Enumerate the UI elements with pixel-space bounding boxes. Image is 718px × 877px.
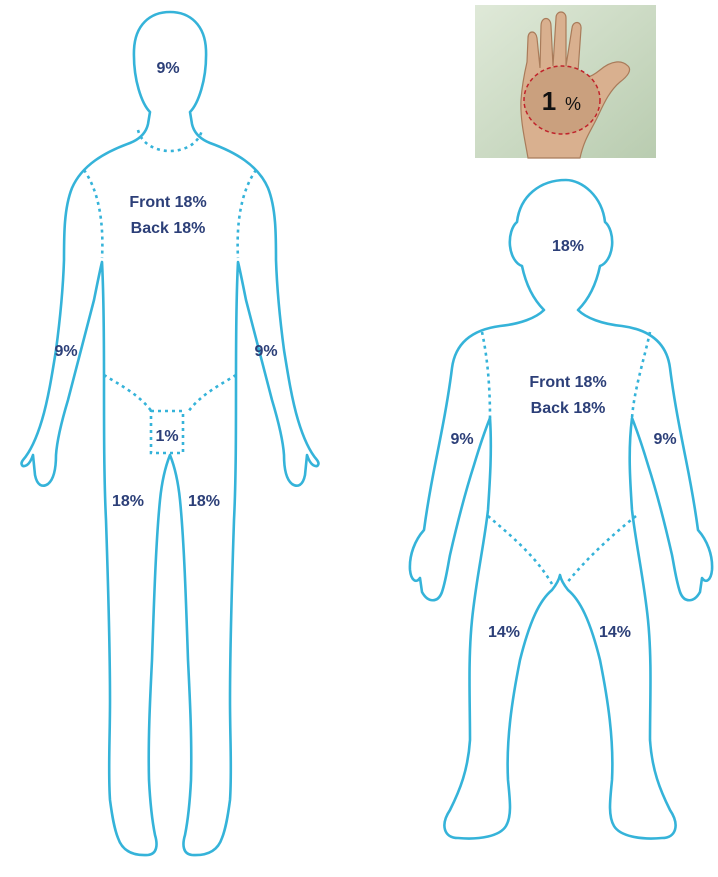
- adult-right-groin-line: [188, 375, 236, 412]
- adult-torso-front-label: Front 18%: [129, 194, 206, 211]
- child-right-arm-label: 9%: [653, 431, 676, 448]
- adult-figure: 9% Front 18% Back 18% 9% 9% 1% 18% 18%: [22, 12, 319, 855]
- child-figure: 18% Front 18% Back 18% 9% 9% 14% 14%: [410, 180, 712, 839]
- child-left-arm-label: 9%: [450, 431, 473, 448]
- adult-left-groin-line: [104, 375, 152, 412]
- adult-left-arm-label: 9%: [54, 343, 77, 360]
- child-right-leg-label: 14%: [599, 624, 631, 641]
- child-torso-back-label: Back 18%: [531, 400, 606, 417]
- adult-right-shoulder-line: [238, 170, 256, 258]
- child-left-leg-label: 14%: [488, 624, 520, 641]
- adult-right-arm-label: 9%: [254, 343, 277, 360]
- adult-genital-label: 1%: [155, 428, 178, 445]
- adult-left-shoulder-line: [84, 170, 102, 258]
- palm-area-marker: [524, 66, 600, 134]
- child-right-shoulder-line: [632, 332, 650, 418]
- child-body-outline: [410, 180, 712, 839]
- adult-left-leg-label: 18%: [112, 493, 144, 510]
- child-right-groin-line: [566, 516, 636, 584]
- palm-value: 1: [542, 86, 556, 116]
- adult-right-leg-label: 18%: [188, 493, 220, 510]
- child-left-shoulder-line: [482, 332, 490, 418]
- adult-torso-back-label: Back 18%: [131, 220, 206, 237]
- adult-head-label: 9%: [156, 60, 179, 77]
- palm-illustration: 1 %: [475, 5, 656, 158]
- child-torso-front-label: Front 18%: [529, 374, 606, 391]
- child-head-label: 18%: [552, 238, 584, 255]
- palm-unit: %: [565, 94, 581, 114]
- adult-neck-line: [138, 130, 202, 151]
- child-left-groin-line: [488, 516, 552, 584]
